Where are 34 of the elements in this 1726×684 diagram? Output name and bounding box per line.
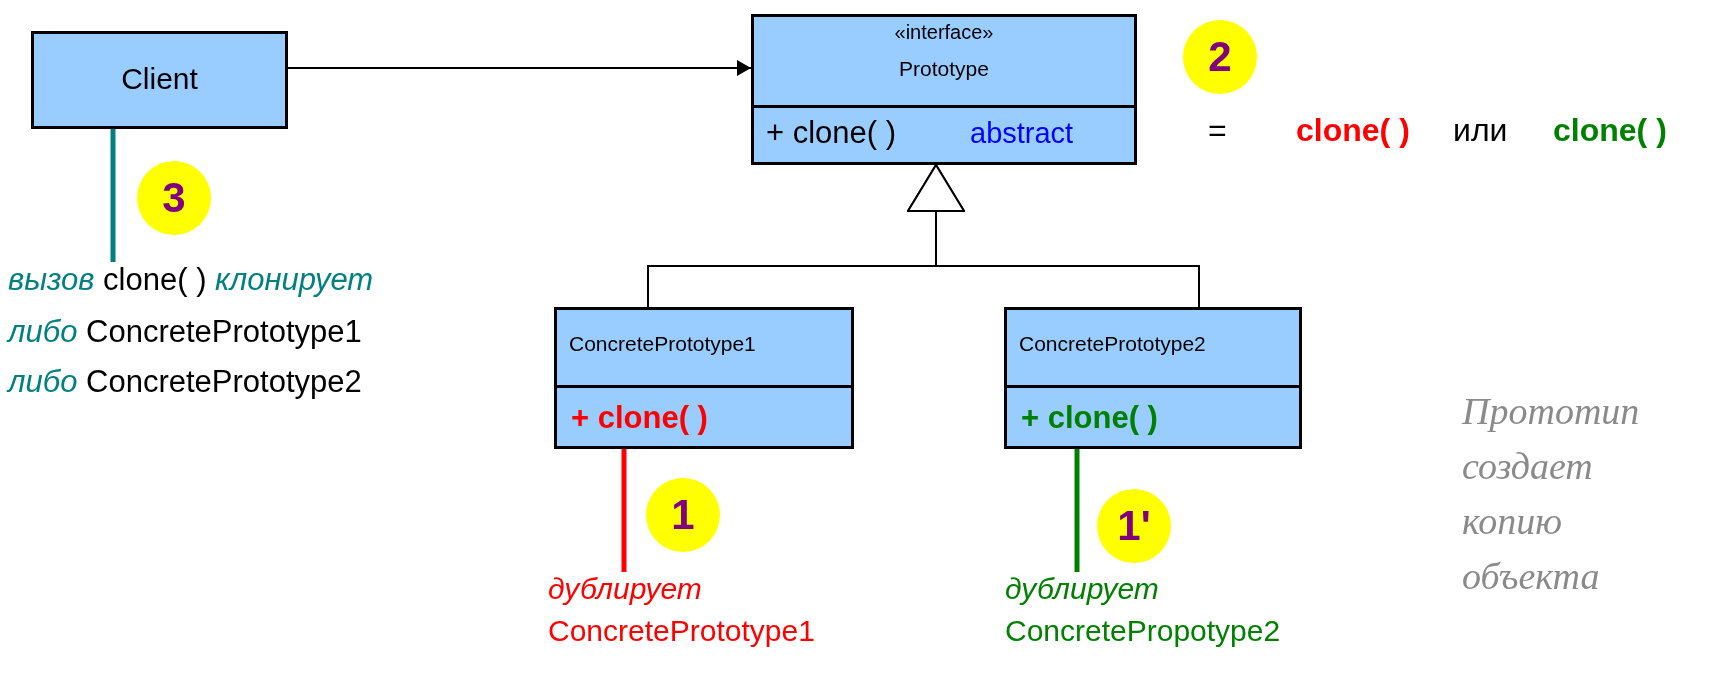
class-name: ConcretePrototype1 bbox=[569, 332, 756, 357]
callout-number: 1 bbox=[671, 491, 695, 539]
note-line: либо ConcretePrototype2 bbox=[8, 364, 362, 400]
caption-text: Прототип создает копию объекта bbox=[1462, 389, 1641, 600]
leader-line bbox=[110, 129, 116, 262]
note-line: либо ConcretePrototype1 bbox=[8, 314, 362, 350]
class-name: Prototype bbox=[898, 57, 990, 82]
method-name: clone( ) bbox=[1296, 112, 1410, 149]
association-arrow bbox=[287, 60, 752, 76]
callout-number: 2 bbox=[1208, 33, 1232, 81]
method-name: + clone( ) bbox=[571, 400, 708, 436]
stereotype-label: «interface» bbox=[893, 21, 995, 44]
method-name: clone( ) bbox=[1553, 112, 1667, 149]
callout-number: 1' bbox=[1117, 502, 1151, 550]
method-name: + clone( ) bbox=[766, 115, 897, 151]
class-name: Client bbox=[120, 62, 199, 97]
modifier-label: abstract bbox=[970, 117, 1074, 151]
equals-sign: = bbox=[1208, 112, 1227, 149]
class-box bbox=[31, 31, 288, 129]
note-line: дублирует bbox=[1005, 572, 1159, 607]
leader-line bbox=[621, 449, 627, 572]
note-line: ConcretePropotype2 bbox=[1005, 614, 1281, 649]
realization-arrow bbox=[907, 164, 1200, 308]
class-name: ConcretePrototype2 bbox=[1019, 332, 1206, 357]
class-box bbox=[1004, 307, 1302, 449]
callout-number: 3 bbox=[162, 174, 186, 222]
interface-box bbox=[751, 14, 1137, 165]
note-line: дублирует bbox=[548, 572, 702, 607]
note-line: ConcretePrototype1 bbox=[548, 614, 815, 649]
note-line: вызов clone( ) клонирует bbox=[8, 262, 374, 298]
leader-line bbox=[1074, 449, 1080, 572]
method-name: + clone( ) bbox=[1021, 400, 1158, 436]
conjunction-word: или bbox=[1453, 112, 1508, 149]
class-box bbox=[554, 307, 854, 449]
